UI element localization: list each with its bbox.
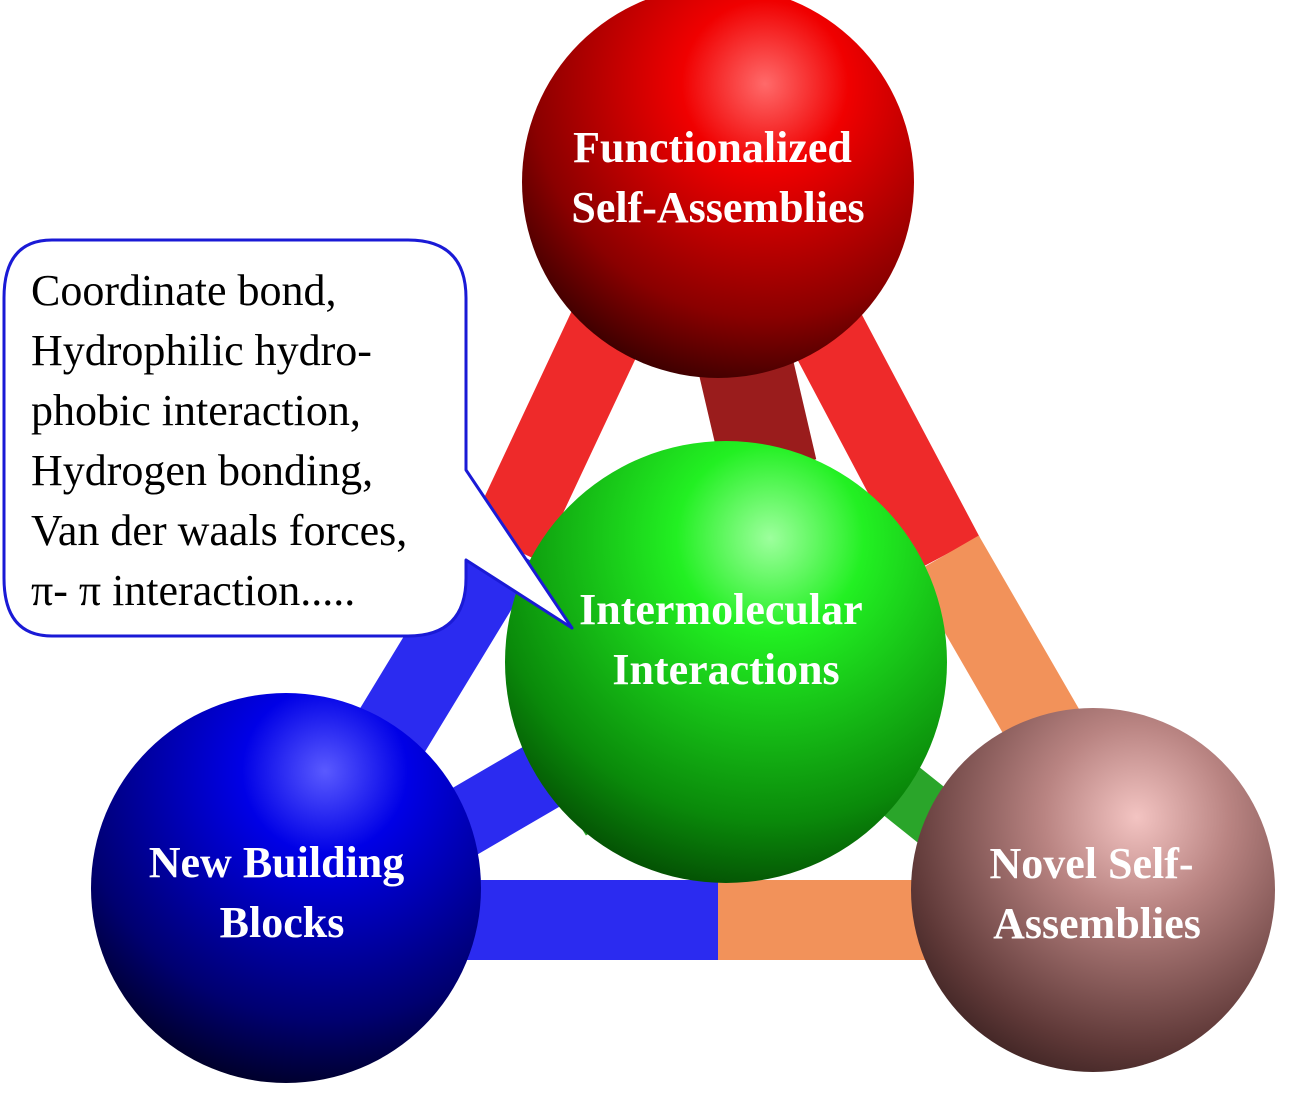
- sphere-top-label: Functionalized Self-Assemblies: [571, 123, 864, 232]
- sphere-center-label-line2: Interactions: [612, 645, 839, 694]
- sphere-top: [522, 0, 914, 378]
- callout-line-4: Hydrogen bonding,: [31, 446, 373, 495]
- sphere-right-label-line1: Novel Self-: [989, 839, 1193, 888]
- sphere-left: [91, 693, 481, 1083]
- sphere-right: [911, 708, 1275, 1072]
- rod-top-right-red: [775, 281, 980, 574]
- sphere-left-label: New Building Blocks: [149, 838, 416, 947]
- sphere-left-label-line1: New Building: [149, 838, 405, 887]
- callout-line-5: Van der waals forces,: [31, 506, 407, 555]
- callout-line-6: π- π interaction.....: [31, 566, 355, 615]
- sphere-center: [505, 441, 947, 883]
- sphere-top-label-line2: Self-Assemblies: [571, 183, 864, 232]
- sphere-top-label-line1: Functionalized: [573, 123, 852, 172]
- sphere-center-label: Intermolecular Interactions: [579, 585, 873, 694]
- rod-top-left-red: [469, 283, 656, 562]
- sphere-center-label-line1: Intermolecular: [579, 585, 862, 634]
- callout-line-3: phobic interaction,: [31, 386, 361, 435]
- sphere-right-label-line2: Assemblies: [993, 899, 1201, 948]
- sphere-right-label: Novel Self- Assemblies: [989, 839, 1204, 948]
- callout-line-1: Coordinate bond,: [31, 266, 337, 315]
- callout-bubble: [2, 238, 574, 638]
- sphere-left-label-line2: Blocks: [220, 898, 345, 947]
- callout-text: Coordinate bond, Hydrophilic hydro- phob…: [31, 266, 418, 615]
- callout-line-2: Hydrophilic hydro-: [31, 326, 372, 375]
